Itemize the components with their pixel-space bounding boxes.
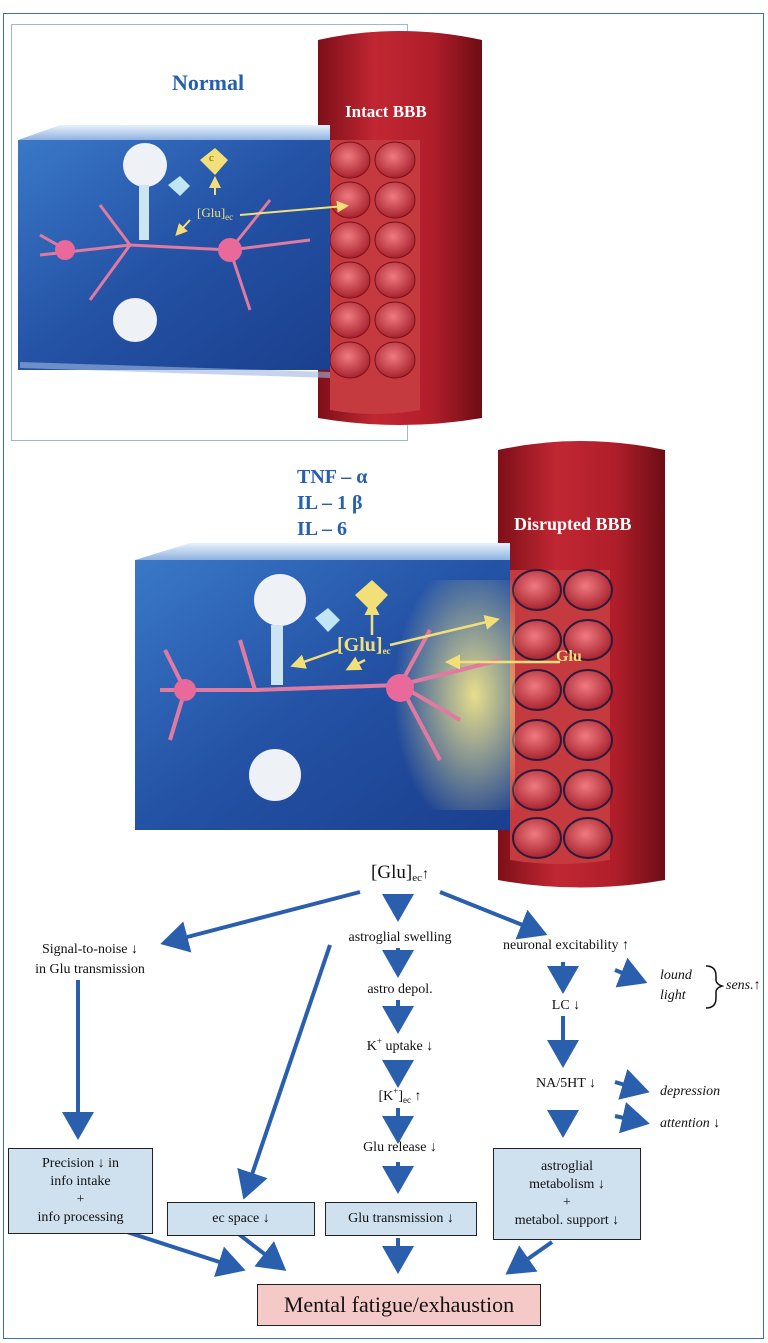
intact-bbb-label: Intact BBB [345,102,427,121]
attention-label: attention ↓ [660,1116,721,1131]
disrupted-glu-ec-label: [Glu]ec [337,634,391,656]
disrupted-neurons [160,629,501,761]
mental-fatigue-box: Mental fatigue/exhaustion [257,1284,541,1326]
sens-label: sens.↑ [726,978,761,993]
disrupted-cell-bodies [174,574,414,801]
ec-space-box: ec space ↓ [167,1202,315,1236]
astroglial-swelling-label: astroglial swelling [348,930,452,945]
precision-box: Precision ↓ in info intake + info proces… [8,1148,153,1234]
glu-influx-label: Glu [556,648,582,665]
outer-frame [3,13,764,1339]
astroglial-metabolism-box: astroglial metabolism ↓ + metabol. suppo… [493,1148,641,1240]
disrupted-bbb-label: Disrupted BBB [514,514,632,534]
normal-glu-arrows [175,176,349,236]
normal-glu-ec-label: [Glu]ec [197,205,234,222]
light-label: light [660,988,686,1003]
k-ec-label: [K+]ec ↑ [378,1086,422,1105]
disrupted-vessel [498,441,665,888]
glu-release-label: Glu release ↓ [363,1140,437,1155]
flow-arrows [62,890,650,1278]
flow-top-glu-ec: [Glu]ec↑ [371,862,429,884]
normal-cell-bodies [55,143,242,342]
disrupted-glu-arrows [290,600,560,671]
normal-vessel [318,31,482,425]
astro-depol-label: astro depol. [367,982,433,997]
normal-title: Normal [172,70,245,95]
normal-tissue-block [18,125,330,378]
normal-neurons [39,199,311,311]
k-uptake-label: K+ uptake ↓ [366,1036,434,1054]
neuronal-excitability-label: neuronal excitability ↑ [503,938,629,953]
small-c-label: c [209,152,214,164]
lc-label: LC ↓ [551,998,581,1013]
depression-label: depression [660,1084,721,1099]
cytokine-il1: IL – 1 β [297,492,363,514]
loud-label: lound [660,968,692,983]
sens-brace [705,965,725,1009]
na-5ht-label: NA/5HT ↓ [535,1076,597,1091]
cytokine-il6: IL – 6 [297,518,348,540]
signal-to-noise-label: Signal-to-noise ↓in Glu transmission [35,942,145,977]
cytokine-tnf: TNF – α [297,466,368,488]
glu-transmission-box: Glu transmission ↓ [325,1202,477,1236]
